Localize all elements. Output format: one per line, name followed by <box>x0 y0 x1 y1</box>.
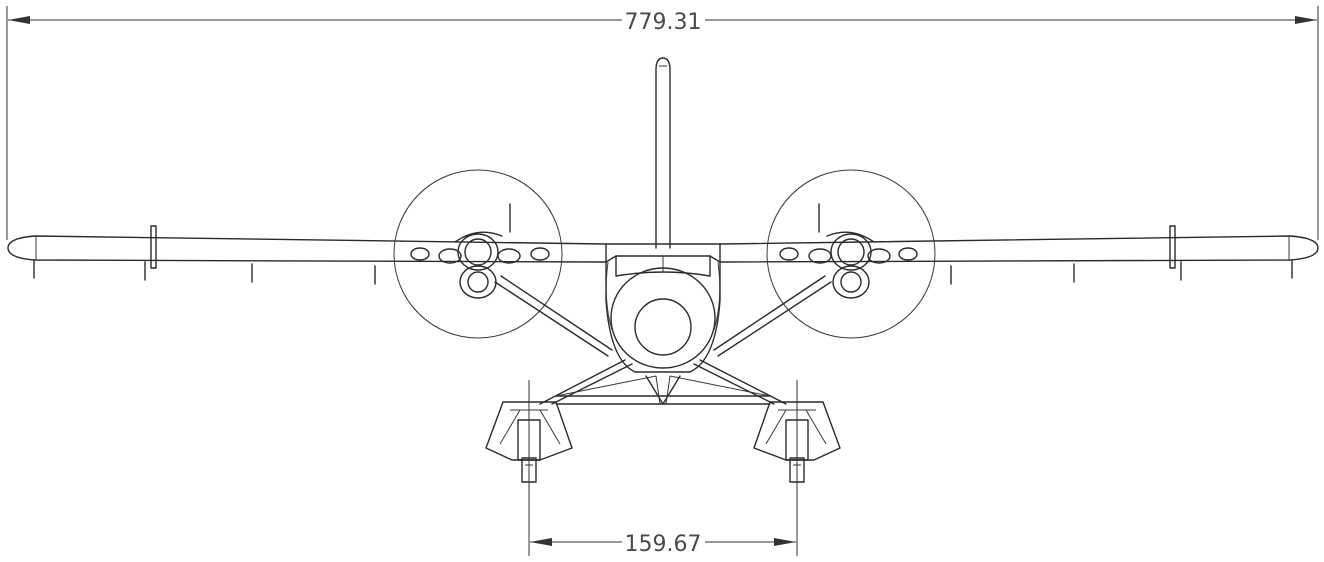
right-propeller-disc <box>766 169 936 339</box>
right-wing <box>719 225 1319 285</box>
span-dimension: 779.31 <box>6 6 1319 240</box>
span-arrow-right <box>1295 16 1317 24</box>
float-struts <box>539 359 787 405</box>
float-arrow-right <box>774 538 796 546</box>
left-engine <box>393 169 563 339</box>
float-arrow-left <box>530 538 552 546</box>
wing-struts <box>494 275 832 357</box>
left-wing <box>7 225 607 285</box>
span-arrow-left <box>8 16 30 24</box>
left-propeller-disc <box>393 169 563 339</box>
span-dimension-label: 779.31 <box>625 10 702 35</box>
fuselage <box>605 243 721 373</box>
float-spacing-label: 159.67 <box>625 532 702 557</box>
right-engine <box>766 169 936 339</box>
nose-cone <box>634 298 692 356</box>
float-spacing-dimension: 159.67 <box>528 380 798 557</box>
nose <box>610 267 716 369</box>
vertical-tail <box>655 57 671 249</box>
